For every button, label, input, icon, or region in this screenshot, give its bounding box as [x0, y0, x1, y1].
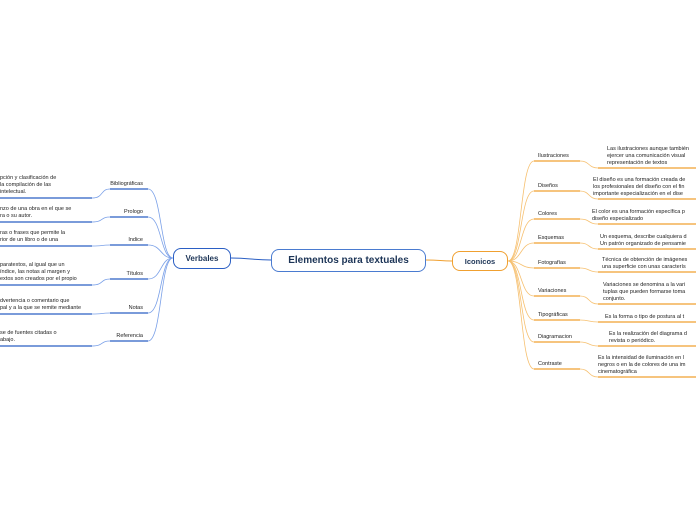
description-line: El color es una formación específica p — [592, 209, 685, 215]
description-line: extos son creados por el propio — [0, 276, 77, 282]
description-line: Variaciones se denomina a la vari — [603, 282, 686, 288]
connector-iconicos-8 — [507, 260, 535, 370]
description-line: intelectual. — [0, 189, 27, 195]
connector-verbal-desc-1 — [91, 216, 111, 223]
connector-iconic-desc-0 — [579, 160, 599, 169]
description-line: una superficie con unas caracterís — [602, 264, 686, 270]
iconicos-branch-node[interactable]: Iconicos — [452, 251, 508, 271]
description-line: Un patrón organizado de pensamie — [600, 241, 686, 247]
description-line: revista o periódico. — [609, 338, 656, 344]
description-line: tuplas que pueden formarse toma — [603, 289, 686, 295]
description-line: diseño especializado — [592, 216, 644, 222]
connector-iconic-desc-7 — [579, 341, 599, 347]
iconic-item-label[interactable]: Colores — [538, 211, 557, 217]
description-line: abajo. — [0, 337, 15, 343]
description-line: ra o su autor. — [0, 213, 33, 219]
description-line: pal y a la que se remite mediante — [0, 305, 82, 311]
connector-iconic-desc-5 — [579, 295, 599, 305]
description-line: la compilación de las — [0, 182, 52, 188]
connector-verbal-desc-4 — [91, 312, 111, 315]
iconic-item-label[interactable]: Tipográficas — [538, 312, 568, 318]
iconic-item-label[interactable]: Fotografías — [538, 260, 566, 266]
iconic-item-label[interactable]: Esquemas — [538, 235, 564, 241]
description-line: paratextos, al igual que un — [0, 262, 65, 268]
description-line: negros o en la de colores de una im — [598, 362, 686, 368]
description-line: Es la realización del diagrama d — [609, 331, 687, 337]
connector-verbal-desc-2 — [91, 244, 111, 247]
connector-central-iconicos — [425, 259, 453, 262]
connector-iconicos-1 — [507, 190, 535, 262]
iconic-item-description: Es la forma o tipo de postura al t — [605, 314, 696, 321]
description-line: representación de textos — [607, 160, 668, 166]
description-line: rior de un libro o de una — [0, 237, 59, 243]
verbal-item-label[interactable]: Notas — [128, 305, 143, 311]
iconic-item-label[interactable]: Variaciones — [538, 288, 567, 294]
description-line: índice, las notas al margen y — [0, 269, 71, 275]
description-line: pción y clasificación de — [0, 175, 57, 181]
connector-iconicos-6 — [507, 260, 535, 321]
connector-iconic-desc-6 — [579, 319, 599, 323]
connector-iconicos-0 — [507, 160, 535, 262]
connector-verbales-1 — [147, 216, 174, 259]
connector-verbales-0 — [147, 188, 174, 259]
verbales-branch-node[interactable]: Verbales — [173, 248, 231, 269]
description-line: El diseño es una formación creada de — [593, 177, 686, 183]
central-topic[interactable]: Elementos para textuales — [271, 249, 426, 272]
iconic-item-label[interactable]: Diagramacion — [538, 334, 572, 340]
description-line: importante especialización en el dise — [593, 191, 683, 197]
connector-iconicos-2 — [507, 218, 535, 262]
description-line: los profesionales del diseño con el fin — [593, 184, 685, 190]
iconic-item-label[interactable]: Contraste — [538, 361, 562, 367]
description-line: se de fuentes citadas o — [0, 330, 57, 336]
connector-iconicos-3 — [507, 242, 535, 262]
connector-verbales-2 — [147, 244, 174, 259]
verbal-item-label[interactable]: Prologo — [124, 209, 143, 215]
verbal-item-label[interactable]: Indice — [128, 237, 143, 243]
connector-verbal-desc-3 — [91, 278, 111, 286]
iconic-item-label[interactable]: Ilustraciones — [538, 153, 569, 159]
description-line: Es la forma o tipo de postura al t — [605, 314, 685, 320]
connector-iconicos-4 — [507, 260, 535, 269]
connector-iconic-desc-3 — [579, 242, 599, 250]
connector-iconic-desc-8 — [579, 368, 599, 378]
verbal-item-label[interactable]: Referencia — [116, 333, 143, 339]
connector-iconic-desc-2 — [579, 218, 599, 225]
description-line: Un esquema, describe cualquiera d — [600, 234, 687, 240]
description-line: Técnica de obtención de imágenes — [602, 257, 688, 263]
description-line: Es la intensidad de iluminación en l — [598, 355, 684, 361]
verbal-item-label[interactable]: Títulos — [126, 271, 143, 277]
verbal-item-label[interactable]: Bibliográficas — [110, 181, 143, 187]
connector-central-verbales — [230, 257, 272, 261]
description-line: ras o frases que permite la — [0, 230, 66, 236]
connector-iconic-desc-4 — [579, 267, 599, 273]
iconic-item-label[interactable]: Diseños — [538, 183, 558, 189]
connector-verbal-desc-0 — [91, 188, 111, 199]
description-line: dvertencia o comentario que — [0, 298, 70, 304]
connector-iconicos-7 — [507, 260, 535, 343]
description-line: conjunto. — [603, 296, 626, 302]
description-line: nzo de una obra en el que se — [0, 206, 72, 212]
connector-verbal-desc-5 — [91, 340, 111, 347]
description-line: Las ilustraciones aunque también — [607, 146, 689, 152]
description-line: cinematográfica — [598, 369, 637, 375]
connector-iconic-desc-1 — [579, 190, 599, 200]
connector-verbales-5 — [147, 257, 174, 342]
description-line: ejercer una comunicación visual — [607, 153, 686, 159]
connector-verbales-4 — [147, 257, 174, 314]
